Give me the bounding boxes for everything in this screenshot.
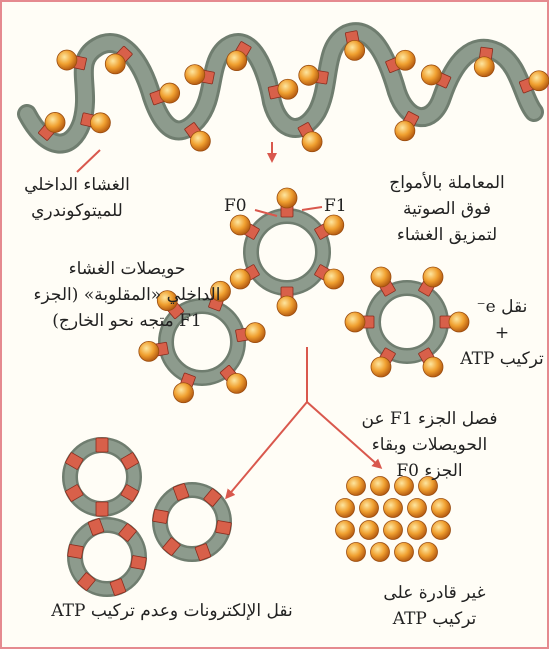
atp-synthase-particle bbox=[230, 215, 259, 240]
vesicle bbox=[153, 483, 232, 560]
f1-head bbox=[277, 296, 297, 316]
f1-head bbox=[227, 51, 247, 71]
vesicle-membrane bbox=[251, 216, 323, 288]
f0-stalk bbox=[131, 555, 147, 569]
free-f1-particle bbox=[384, 521, 403, 540]
label-f0: F0 bbox=[224, 196, 247, 216]
free-f1-particle bbox=[371, 543, 390, 562]
f1-head bbox=[185, 65, 205, 85]
free-f1-particle bbox=[347, 543, 366, 562]
f1-head bbox=[299, 65, 319, 85]
f1-head bbox=[90, 113, 110, 133]
free-f1-particle bbox=[360, 521, 379, 540]
f1-head bbox=[395, 121, 415, 141]
free-f1-particle bbox=[395, 543, 414, 562]
f1-head bbox=[278, 79, 298, 99]
free-f1-particle bbox=[432, 521, 451, 540]
f1-head bbox=[230, 215, 250, 235]
free-f1-particle bbox=[432, 499, 451, 518]
f1-head bbox=[139, 341, 159, 361]
f1-head bbox=[190, 131, 210, 151]
free-f1-particle bbox=[419, 543, 438, 562]
free-f1-particle bbox=[408, 499, 427, 518]
f1-head bbox=[371, 357, 391, 377]
atp-synthase-particle bbox=[371, 267, 396, 296]
vesicle bbox=[345, 267, 469, 377]
f1-head bbox=[57, 50, 77, 70]
detached-f1-particles bbox=[336, 477, 451, 562]
atp-synthase-particle bbox=[371, 348, 396, 377]
f1-head bbox=[302, 132, 322, 152]
f1-head bbox=[324, 215, 344, 235]
atp-synthase-particle bbox=[314, 215, 343, 240]
f1-head bbox=[345, 312, 365, 332]
label-electron-transport-atp: نقل e⁻ + تركيب ATP bbox=[457, 294, 547, 372]
arrow-to-vesicles bbox=[227, 402, 307, 497]
f1-head bbox=[105, 54, 125, 74]
pointer-inner-membrane bbox=[77, 150, 100, 172]
label-inner-membrane: الغشاء الداخلي للميتوكوندري bbox=[2, 172, 152, 224]
free-f1-particle bbox=[360, 499, 379, 518]
vesicle bbox=[68, 518, 147, 595]
f0-stalk bbox=[96, 438, 108, 452]
free-f1-particle bbox=[336, 521, 355, 540]
vesicle bbox=[65, 438, 139, 516]
f0-stalk bbox=[153, 509, 169, 523]
free-f1-particle bbox=[384, 499, 403, 518]
atp-synthase-particle bbox=[418, 267, 443, 296]
f1-head bbox=[324, 269, 344, 289]
f1-head bbox=[174, 383, 194, 403]
f1-head bbox=[395, 50, 415, 70]
label-f1-removal: فصل الجزء F1 عن الحويصلات وبقاء الجزء F0 bbox=[347, 406, 512, 484]
atp-synthase-particle bbox=[418, 348, 443, 377]
f1-head bbox=[160, 83, 180, 103]
f1-head bbox=[371, 267, 391, 287]
label-incapable-atp: غير قادرة على تركيب ATP bbox=[357, 580, 512, 632]
f1-head bbox=[227, 373, 247, 393]
label-no-atp-synthesis: نقل الإلكترونات وعدم تركيب ATP bbox=[12, 598, 332, 624]
f1-head bbox=[423, 267, 443, 287]
f0-stalk bbox=[96, 502, 108, 516]
pointer-f1 bbox=[302, 207, 322, 210]
label-inverted-vesicles: حويصلات الغشاء الداخلي «المقلوبة» (الجزء… bbox=[2, 256, 252, 334]
f1-head bbox=[474, 57, 494, 77]
f1-head bbox=[529, 71, 549, 91]
f1-head bbox=[345, 40, 365, 60]
f1-head bbox=[277, 188, 297, 208]
free-f1-particle bbox=[336, 499, 355, 518]
label-f1: F1 bbox=[324, 196, 347, 216]
f0-stalk bbox=[68, 544, 84, 558]
free-f1-particle bbox=[408, 521, 427, 540]
label-ultrasonic-treatment: المعاملة بالأمواج فوق الصوتية لتمزيق الغ… bbox=[362, 170, 532, 248]
f0-stalk bbox=[216, 520, 232, 534]
f1-head bbox=[45, 112, 65, 132]
f1-head bbox=[421, 65, 441, 85]
f1-head bbox=[423, 357, 443, 377]
atp-synthase-particle bbox=[314, 264, 343, 289]
vesicle-membrane bbox=[70, 445, 134, 509]
vesicle-membrane bbox=[373, 288, 441, 356]
